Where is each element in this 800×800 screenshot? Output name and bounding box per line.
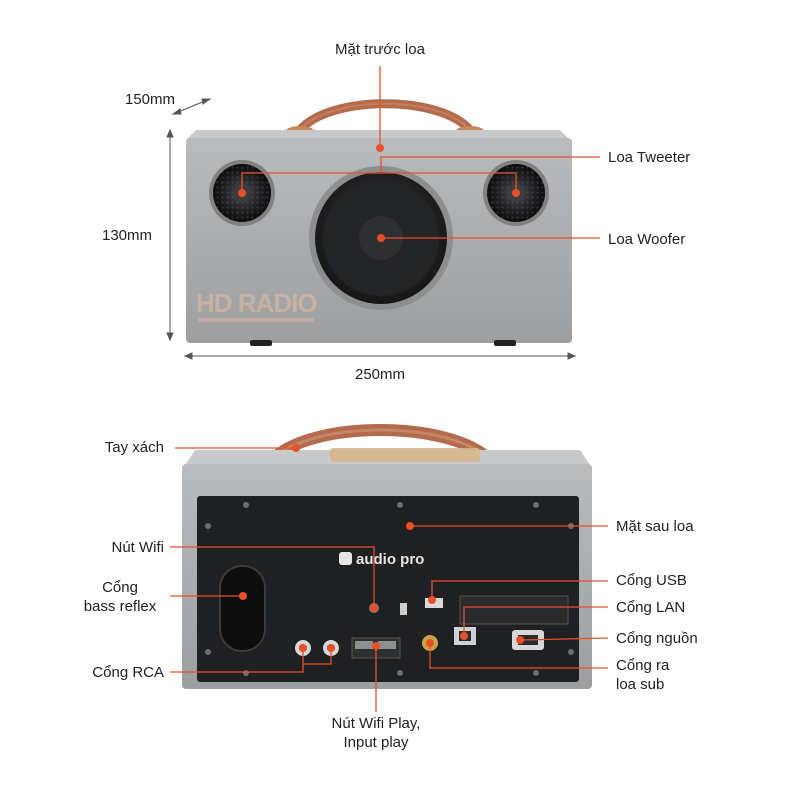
back-speaker: audio pro — [182, 424, 592, 689]
label-wifi-button: Nút Wifi — [111, 539, 165, 556]
label-sub-out: Cổng ra loa sub — [616, 656, 669, 694]
label-back-face: Mặt sau loa — [616, 518, 694, 535]
label-wifi-play-line2: Input play — [343, 734, 409, 751]
audio-pro-logo: audio pro — [356, 551, 424, 568]
label-depth: 150mm — [125, 91, 176, 108]
front-speaker: HD RADIO — [186, 99, 572, 346]
back-panel — [197, 496, 579, 682]
label-sub-out-line1: Cổng ra — [616, 657, 670, 674]
label-usb: Cổng USB — [616, 572, 687, 589]
label-rca: Cổng RCA — [92, 664, 164, 681]
label-width: 250mm — [354, 366, 406, 383]
label-bass-reflex-line1: Cổng — [102, 579, 138, 596]
label-lan: Cổng LAN — [616, 599, 686, 616]
label-front-title: Mặt trước loa — [335, 41, 425, 58]
dimension-arrows — [166, 98, 577, 360]
label-wifi-play: Nút Wifi Play, Input play — [306, 714, 446, 752]
label-woofer: Loa Woofer — [608, 231, 686, 248]
label-sub-out-line2: loa sub — [616, 676, 665, 693]
front-callouts — [241, 66, 600, 239]
label-wifi-play-line1: Nút Wifi Play, — [331, 715, 421, 732]
label-bass-reflex-line2: bass reflex — [83, 598, 157, 615]
label-height: 130mm — [102, 227, 153, 244]
label-handle: Tay xách — [104, 439, 164, 456]
front-handle — [295, 99, 475, 135]
label-power: Cổng nguồn — [616, 630, 698, 647]
back-callouts — [170, 447, 609, 712]
bass-reflex-port — [219, 565, 266, 652]
hd-radio-watermark: HD RADIO — [196, 288, 317, 318]
label-tweeter: Loa Tweeter — [608, 149, 691, 166]
label-bass-reflex: Cổng bass reflex — [70, 578, 170, 616]
